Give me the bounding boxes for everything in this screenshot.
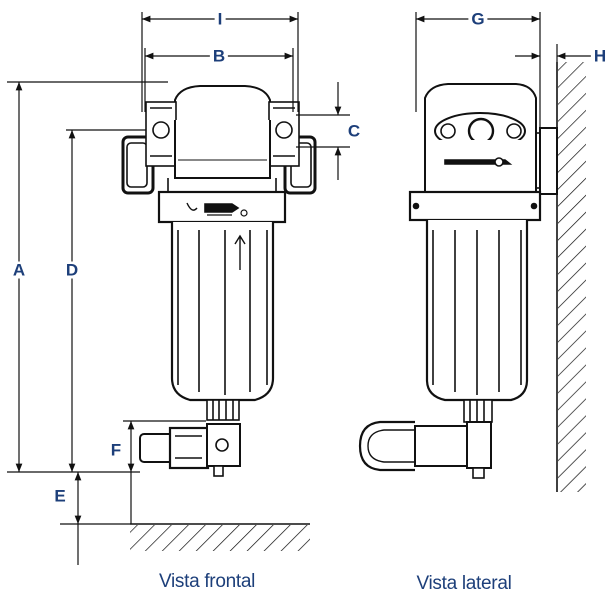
dimension-label-h: H [590, 47, 610, 65]
side-view-caption: Vista lateral [416, 573, 512, 594]
dimension-label-g: G [468, 10, 488, 28]
dimension-label-a: A [9, 261, 29, 279]
front-view-caption: Vista frontal [158, 571, 256, 592]
dimension-label-i: I [214, 10, 226, 28]
dimension-label-f: F [107, 441, 125, 459]
dimension-label-b: B [209, 47, 229, 65]
side-view [358, 62, 586, 492]
front-view [121, 85, 317, 551]
dimension-label-d: D [62, 261, 82, 279]
dimension-lines [7, 12, 600, 565]
dimension-label-e: E [51, 487, 69, 505]
dimension-label-c: C [344, 122, 364, 140]
